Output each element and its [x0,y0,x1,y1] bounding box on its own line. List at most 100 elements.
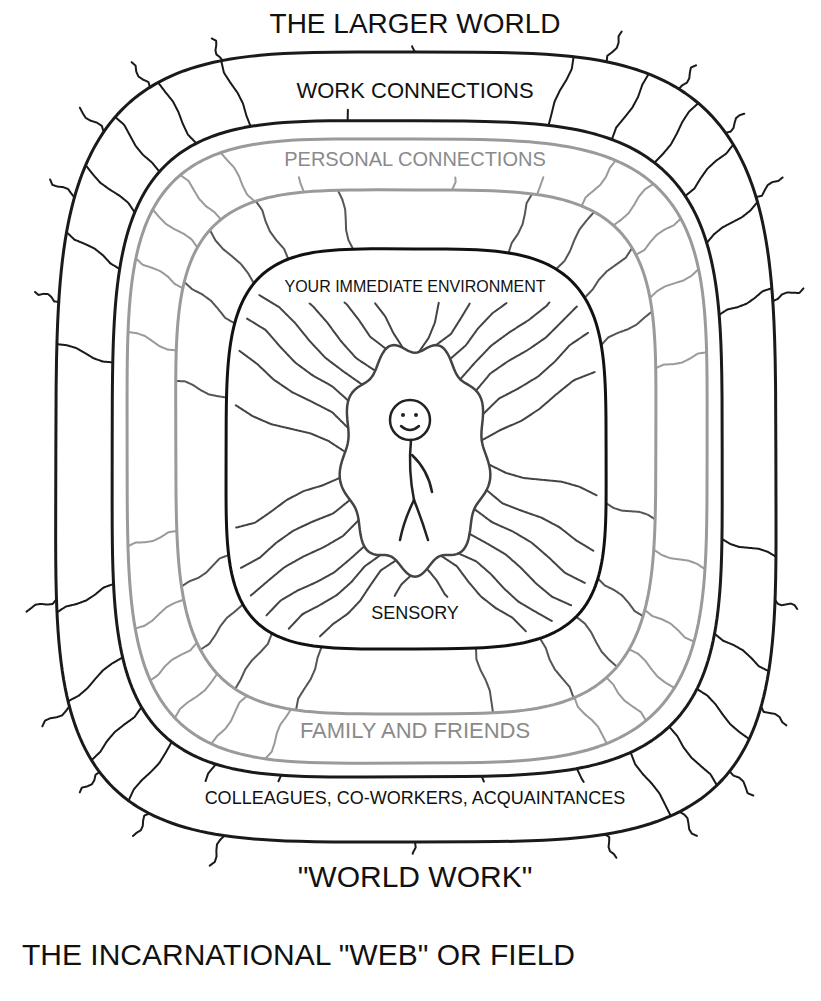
web-strand [482,372,595,440]
web-strand [452,178,456,190]
web-strand [265,709,291,758]
text-slot: SENSORY [219,603,611,624]
web-strand [210,230,254,283]
web-strand [577,769,584,782]
region-label: THE LARGER WORLD [270,8,561,40]
ring-line [176,190,656,714]
web-strand [375,303,403,348]
web-strand [92,707,142,760]
ring-line [56,52,776,842]
band-heading: YOUR IMMEDIATE ENVIRONMENT [284,278,545,296]
text-slot: YOUR IMMEDIATE ENVIRONMENT [219,278,611,296]
web-strand [221,61,250,127]
band-heading: PERSONAL CONNECTIONS [284,148,546,171]
web-strand [67,232,120,269]
band-subtext: COLLEAGUES, CO-WORKERS, ACQUAINTANCES [205,788,626,809]
ray-lines [26,31,803,865]
web-strand [427,569,447,597]
web-strand [310,303,376,370]
web-strand [679,65,696,89]
web-strand [697,689,749,739]
web-strand [576,617,617,667]
web-strand [460,302,549,379]
web-strand [707,202,758,243]
ring-line [226,249,606,649]
web-strand [540,638,574,698]
web-strand [395,576,411,596]
web-strand [180,175,221,219]
web-strand [508,194,532,253]
web-strand [212,38,223,60]
web-strand [133,814,149,836]
web-strand [487,490,594,551]
web-strand [68,658,123,702]
web-strand [612,74,649,140]
web-strand [347,110,349,121]
web-strand [574,698,606,744]
web-strand [211,696,247,744]
web-strand [57,344,113,362]
band-outline [219,244,611,656]
web-strand [176,381,227,398]
web-strand [598,578,643,616]
web-strand [645,610,694,642]
web-strand [722,539,776,557]
web-strand [236,405,345,452]
web-strand [80,108,104,132]
web-strand [654,103,698,163]
web-strand [299,177,304,192]
web-strand [585,248,632,298]
web-strand [136,258,183,288]
web-strand [556,212,594,269]
web-strand [338,190,353,249]
web-strand [654,550,705,570]
figure-body [410,440,414,500]
web-strand [251,520,359,595]
web-strand [153,210,198,248]
figure-head [390,400,430,440]
web-strand [158,82,196,143]
figure-leg [414,500,428,540]
web-strand [436,304,470,345]
web-strand [50,179,74,197]
web-strand [413,842,416,854]
stick-figure [390,400,432,540]
band-outline [119,132,711,768]
web-strand [80,772,100,792]
web-strand [650,269,699,298]
web-strand [773,288,804,301]
web-strand [629,649,674,688]
web-strand [266,546,364,615]
web-strand [200,604,243,649]
web-strand [236,478,340,528]
web-strand [606,503,655,519]
web-strand [582,160,616,205]
web-strand [128,531,177,546]
web-strand [601,311,652,345]
web-strand [636,219,681,255]
web-strand [756,177,783,197]
label-slot: "WORLD WORK" [15,860,815,895]
web-strand [57,584,114,612]
work-band: WORK CONNECTIONSCOLLEAGUES, CO-WORKERS, … [49,49,781,851]
band-subtext: SENSORY [371,603,459,624]
web-strand [631,752,671,816]
environment-region: YOUR IMMEDIATE ENVIRONMENT SENSORY [219,244,611,656]
web-strand [129,742,172,801]
web-strand [656,352,707,368]
web-strand [605,834,617,858]
web-strand [483,333,588,414]
web-strand [184,282,234,323]
web-strand [685,145,733,196]
web-strand [86,165,135,212]
figure-eye [401,413,405,417]
web-strand [256,201,289,259]
personal-band: PERSONAL CONNECTIONSFAMILY AND FRIENDSYO… [119,132,711,768]
web-strand [607,31,622,61]
text-slot: PERSONAL CONNECTIONS [119,148,711,171]
sensory-halo [340,345,491,577]
web-strand [26,599,56,611]
ring-line [112,121,722,777]
label-slot: THE LARGER WORLD [15,8,815,40]
